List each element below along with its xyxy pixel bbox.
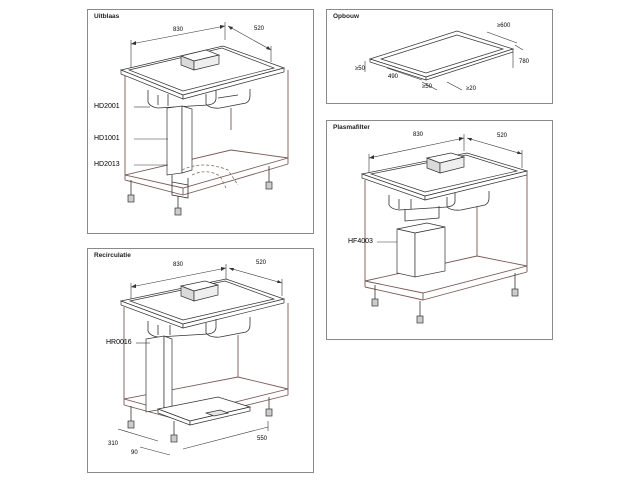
dimension-label-90: 90 bbox=[131, 450, 138, 456]
panel-title: Uitblaas bbox=[94, 13, 120, 20]
plasma-filter-box bbox=[396, 206, 446, 278]
floor-dimensions bbox=[117, 421, 269, 456]
cutout-frame bbox=[368, 30, 515, 81]
dimension-depth bbox=[227, 25, 272, 62]
dimension-width bbox=[130, 264, 227, 305]
downdraft-vent bbox=[179, 280, 220, 302]
label-hd2013: HD2013 bbox=[94, 161, 120, 168]
dimension-label-depth: 520 bbox=[254, 26, 265, 32]
panel-title: Plasmafilter bbox=[333, 124, 370, 131]
recirculatie-drawing bbox=[117, 264, 289, 456]
dimension-label-490: 490 bbox=[388, 74, 399, 80]
dimension-label-550: 550 bbox=[257, 436, 268, 442]
dimension-width bbox=[130, 22, 226, 72]
panel-plasmafilter: Plasmafilter bbox=[326, 120, 553, 340]
label-hd1001: HD1001 bbox=[94, 135, 120, 142]
dimension-label-min-20: ≥20 bbox=[466, 86, 476, 92]
label-hf4003: HF4003 bbox=[348, 238, 373, 245]
dimension-label-min-50-bottom: ≥50 bbox=[422, 84, 432, 90]
dimension-label-min-600: ≥600 bbox=[497, 23, 511, 29]
cabinet-feet bbox=[371, 273, 519, 324]
dimension-label-width: 830 bbox=[173, 27, 184, 33]
dimension-label-310: 310 bbox=[108, 441, 119, 447]
plasmafilter-drawing bbox=[360, 134, 529, 324]
dimension-depth bbox=[466, 137, 523, 168]
dimension-label-780: 780 bbox=[519, 59, 530, 65]
cabinet bbox=[124, 70, 289, 196]
label-hd2001: HD2001 bbox=[94, 103, 120, 110]
opbouw-drawing bbox=[364, 30, 524, 91]
hob bbox=[360, 152, 529, 201]
duct-floor bbox=[171, 164, 239, 199]
duct-vertical bbox=[166, 105, 193, 176]
motor-unit bbox=[388, 191, 490, 211]
panel-recirculatie: Recirculatie bbox=[87, 248, 314, 473]
floor-recirculation-box bbox=[156, 396, 252, 426]
motor-unit bbox=[147, 317, 251, 338]
label-hr0016: HR0016 bbox=[106, 339, 132, 346]
panel-opbouw: Opbouw ≥600 780 490 ≥50 ≥50 ≥20 bbox=[326, 9, 553, 104]
panel-title: Recirculatie bbox=[94, 252, 131, 259]
dimension-label-width: 830 bbox=[173, 262, 184, 268]
dimension-width bbox=[368, 134, 465, 176]
panel-title: Opbouw bbox=[333, 13, 359, 20]
dimension-label-width: 830 bbox=[413, 132, 424, 138]
dimension-label-min-50-left: ≥50 bbox=[355, 66, 365, 72]
dimension-label-depth: 520 bbox=[256, 260, 267, 266]
duct-vertical bbox=[145, 335, 173, 413]
dimension-label-depth: 520 bbox=[497, 133, 508, 139]
dimension-depth bbox=[228, 267, 283, 296]
cabinet-feet bbox=[127, 166, 273, 216]
panel-uitblaas: Uitblaas bbox=[87, 9, 314, 234]
opbouw-dimensions bbox=[364, 31, 524, 91]
uitblaas-drawing bbox=[119, 22, 289, 216]
downdraft-vent bbox=[425, 152, 466, 174]
downdraft-vent bbox=[179, 49, 221, 71]
cabinet-feet bbox=[127, 397, 273, 443]
